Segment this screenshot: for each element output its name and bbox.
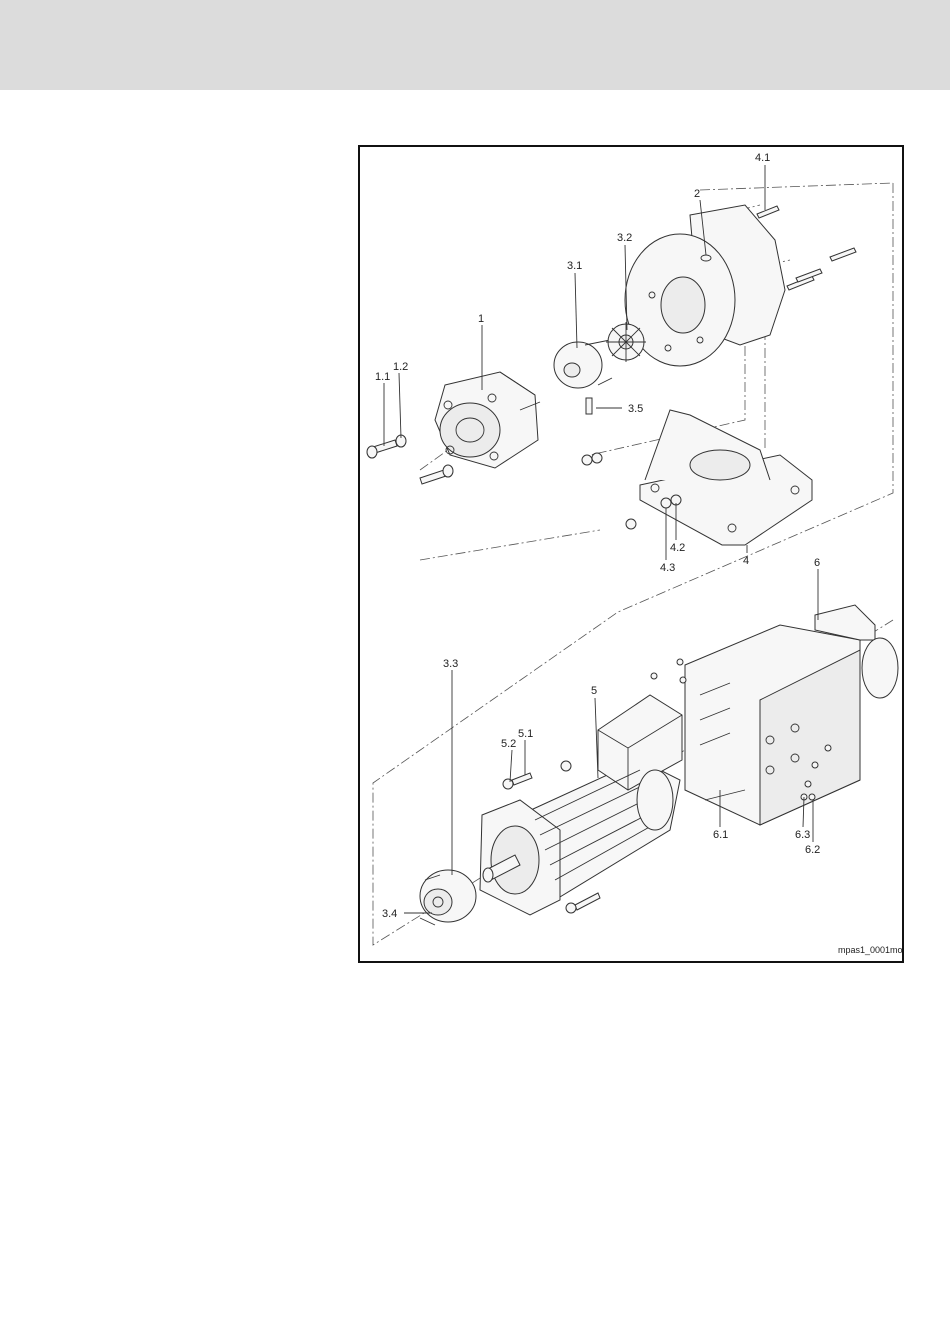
- callout-5-1: 5.1: [518, 728, 533, 740]
- callout-6-2: 6.2: [805, 844, 820, 856]
- figure-code: mpas1_0001mo: [838, 945, 903, 955]
- callout-1-2: 1.2: [393, 361, 408, 373]
- callout-3-2: 3.2: [617, 232, 632, 244]
- screw-3-5: [586, 398, 592, 414]
- callout-4-2: 4.2: [670, 542, 685, 554]
- callout-5: 5: [591, 685, 597, 697]
- callout-6: 6: [814, 557, 820, 569]
- callout-1-1: 1.1: [375, 371, 390, 383]
- pump-carrier-6: [685, 605, 898, 825]
- callout-5-2: 5.2: [501, 738, 516, 750]
- callout-4-1: 4.1: [755, 152, 770, 164]
- pump-1: [435, 372, 540, 468]
- callout-3-5: 3.5: [628, 403, 643, 415]
- callout-6-1: 6.1: [713, 829, 728, 841]
- callout-3-3: 3.3: [443, 658, 458, 670]
- motor-5: [480, 695, 682, 915]
- callout-1: 1: [478, 313, 484, 325]
- spider-3-2: [606, 322, 646, 362]
- pump-screws-1-1: [367, 435, 453, 484]
- bell-housing: [625, 205, 785, 366]
- coupling-half-3-1: [554, 340, 612, 388]
- callout-4: 4: [743, 555, 749, 567]
- coupling-half-3-3: [420, 870, 476, 925]
- callout-3-1: 3.1: [567, 260, 582, 272]
- callout-6-3: 6.3: [795, 829, 810, 841]
- callout-2: 2: [694, 188, 700, 200]
- callout-4-3: 4.3: [660, 562, 675, 574]
- callout-3-4: 3.4: [382, 908, 397, 920]
